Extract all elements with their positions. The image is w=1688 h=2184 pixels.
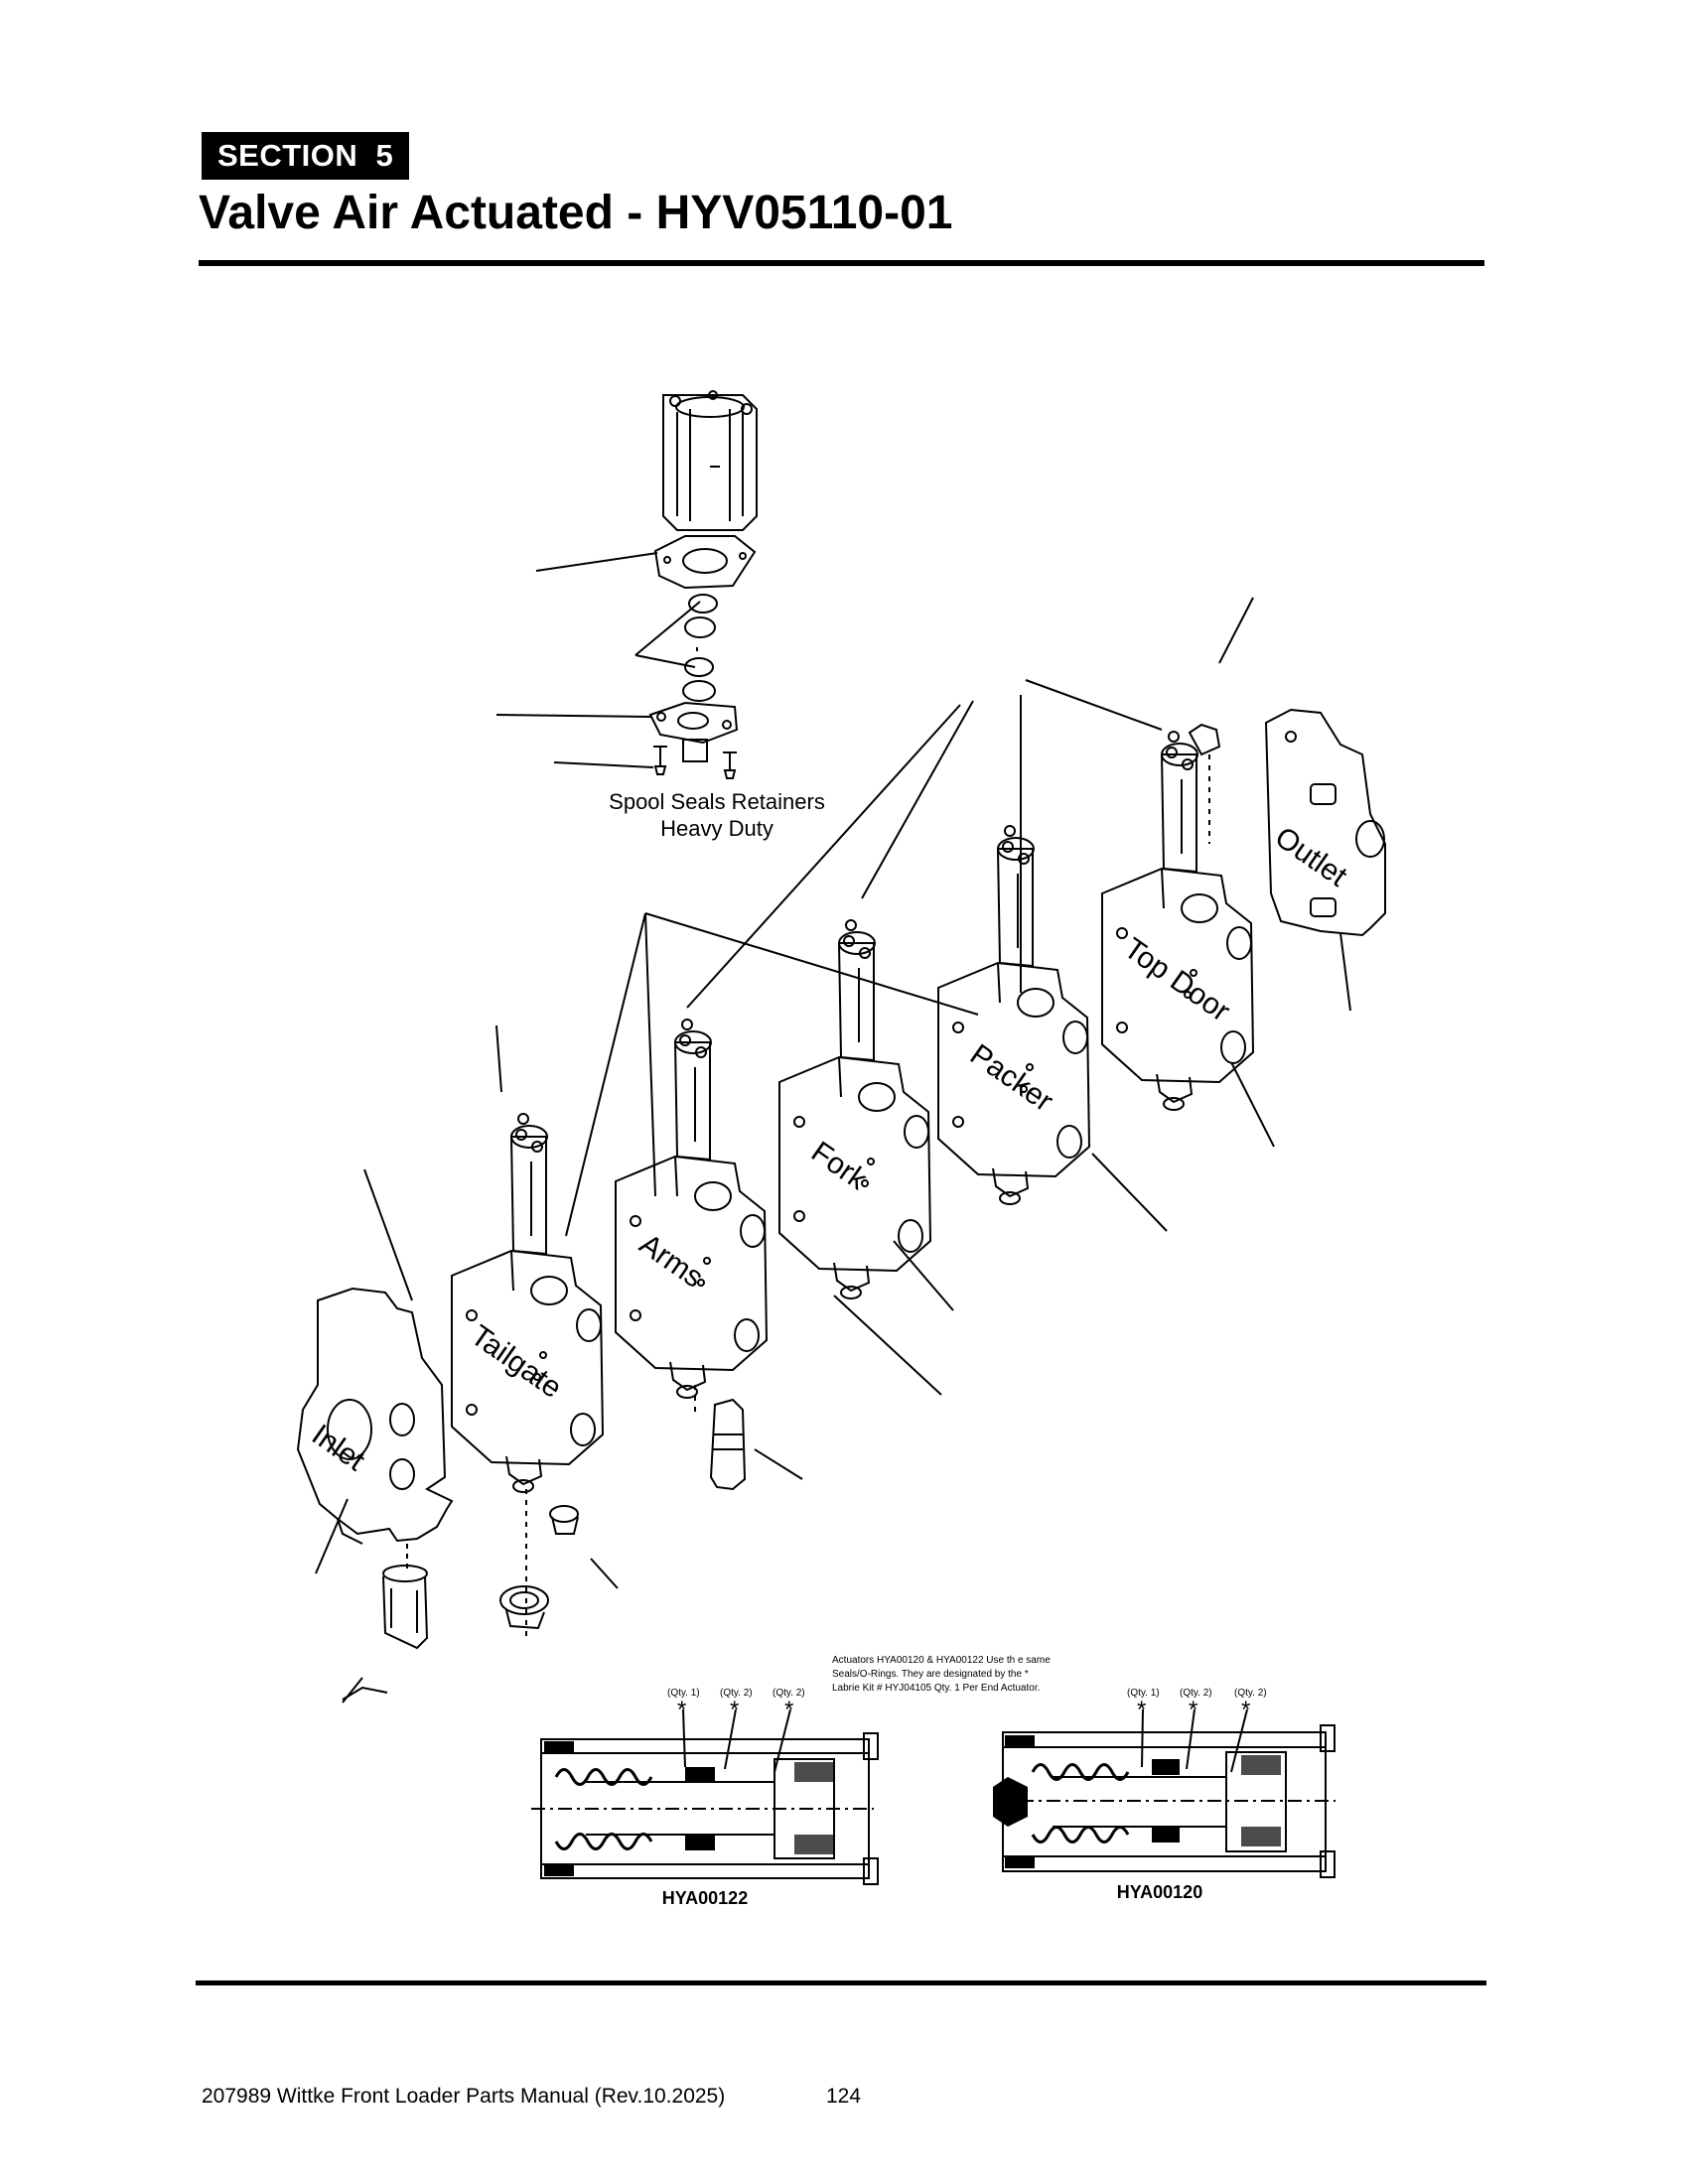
top-door-valve-section	[1101, 731, 1254, 1111]
actuator-section-hya00120: (Qty. 1) (Qty. 2) (Qty. 2) * * *	[993, 1688, 1336, 1902]
actuator-note-line2: Seals/O-Rings. They are designated by th…	[832, 1669, 1029, 1680]
top-door-spool-cap	[1188, 723, 1221, 756]
tailgate-label: Tailgate	[465, 1319, 568, 1405]
top-actuator-cylinder	[662, 390, 758, 531]
svg-text:*: *	[1241, 1697, 1250, 1723]
svg-text:*: *	[677, 1697, 686, 1723]
retainer-label-line1: Spool Seals Retainers	[609, 789, 825, 814]
actuator-note-line1: Actuators HYA00120 & HYA00122 Use th e s…	[832, 1655, 1051, 1666]
o-rings	[682, 594, 718, 702]
svg-text:*: *	[730, 1697, 739, 1723]
arms-valve-section	[615, 1019, 768, 1399]
svg-text:*: *	[1137, 1697, 1146, 1723]
tailgate-valve-section	[451, 1113, 604, 1493]
hya00122-label: HYA00122	[662, 1888, 748, 1908]
packer-valve-section	[937, 825, 1090, 1205]
title-rule	[199, 260, 1484, 266]
inlet-label: Inlet	[306, 1419, 371, 1478]
retainer-label-line2: Heavy Duty	[660, 816, 774, 841]
inlet-section	[296, 1287, 454, 1545]
spool-seal-retainer	[648, 701, 739, 762]
svg-text:*: *	[784, 1697, 793, 1723]
plug	[549, 1505, 579, 1535]
actuator-gasket	[653, 535, 757, 590]
svg-text:(Qty. 1): (Qty. 1)	[1127, 1688, 1160, 1699]
seal-washer	[499, 1585, 549, 1630]
svg-text:(Qty. 2): (Qty. 2)	[1180, 1688, 1212, 1699]
page-title: Valve Air Actuated - HYV05110-01	[199, 187, 953, 239]
svg-text:(Qty. 2): (Qty. 2)	[1234, 1688, 1267, 1699]
retainer-screws	[653, 746, 737, 779]
svg-text:(Qty. 1): (Qty. 1)	[667, 1688, 700, 1699]
outlet-section	[1264, 708, 1386, 937]
page-number: 124	[826, 2085, 862, 2108]
actuator-note-line3: Labrie Kit # HYJ04105 Qty. 1 Per End Act…	[832, 1683, 1040, 1694]
svg-text:(Qty. 2): (Qty. 2)	[773, 1688, 805, 1699]
section-badge: SECTION 5	[202, 132, 410, 180]
packer-label: Packer	[964, 1038, 1058, 1119]
check-cartridge	[709, 1398, 747, 1491]
footer-rule	[196, 1980, 1486, 1985]
svg-text:(Qty. 2): (Qty. 2)	[720, 1688, 753, 1699]
fork-label: Fork	[805, 1136, 874, 1197]
outlet-label: Outlet	[1269, 821, 1353, 893]
top-door-label: Top Door	[1118, 932, 1236, 1028]
svg-text:*: *	[1189, 1697, 1197, 1723]
footer-manual-title: 207989 Wittke Front Loader Parts Manual …	[202, 2085, 726, 2108]
hya00120-label: HYA00120	[1117, 1882, 1202, 1902]
relief-valve	[382, 1544, 429, 1650]
actuator-section-hya00122: (Qty. 1) (Qty. 2) (Qty. 2) * * *	[531, 1688, 879, 1908]
